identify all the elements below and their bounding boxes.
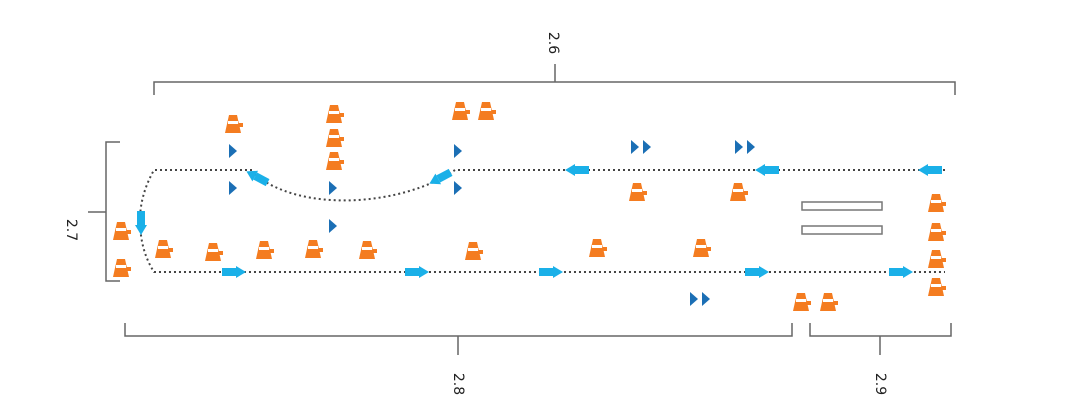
label-bottom-main: 2.8 (450, 373, 466, 395)
chevron-icon (631, 140, 639, 154)
flow-arrow-icon (243, 166, 271, 188)
traffic-cone-icon (305, 240, 323, 258)
flow-arrow-icon (405, 266, 429, 278)
flow-arrow-icon (755, 164, 779, 176)
traffic-cone-icon (928, 223, 946, 241)
traffic-cone-icon (113, 222, 131, 240)
road-marking (801, 225, 883, 235)
chevron-icon (747, 140, 755, 154)
chevron-icon (229, 144, 237, 158)
bottom-main-bracket (124, 323, 793, 355)
traffic-cone-icon (155, 240, 173, 258)
traffic-cone-icon (359, 241, 377, 259)
traffic-cone-icon (928, 250, 946, 268)
traffic-cone-icon (256, 241, 274, 259)
traffic-cone-icon (928, 194, 946, 212)
label-left: 2.7 (63, 219, 79, 241)
chevron-icon (454, 144, 462, 158)
traffic-cone-icon (205, 243, 223, 261)
flow-arrow-icon (889, 266, 913, 278)
flow-arrow-icon (426, 167, 454, 189)
road-marking (801, 201, 883, 211)
traffic-cone-icon (629, 183, 647, 201)
traffic-cone-icon (326, 129, 344, 147)
traffic-cone-icon (693, 239, 711, 257)
flow-arrows (135, 164, 942, 278)
traffic-cone-icon (326, 105, 344, 123)
traffic-cones (113, 102, 946, 311)
traffic-cone-icon (928, 278, 946, 296)
flow-arrow-icon (539, 266, 563, 278)
traffic-cone-icon (820, 293, 838, 311)
traffic-cone-icon (730, 183, 748, 201)
left-dimension-bracket (88, 141, 120, 282)
chevron-icon (702, 292, 710, 306)
chevron-icon (229, 181, 237, 195)
chevron-icon (329, 181, 337, 195)
label-top: 2.6 (545, 32, 561, 54)
flow-arrow-icon (918, 164, 942, 176)
traffic-cone-icon (326, 152, 344, 170)
traffic-cone-icon (225, 115, 243, 133)
chevron-icon (690, 292, 698, 306)
flow-arrow-icon (135, 211, 147, 235)
traffic-cone-icon (478, 102, 496, 120)
chevron-icon (329, 219, 337, 233)
traffic-cone-icon (793, 293, 811, 311)
road-marking-group (801, 201, 883, 235)
label-bottom-right: 2.9 (872, 373, 888, 395)
traffic-cone-icon (465, 242, 483, 260)
bottom-right-bracket (809, 323, 952, 355)
chevron-icon (454, 181, 462, 195)
chevron-icon (735, 140, 743, 154)
chevron-icon (643, 140, 651, 154)
flow-arrow-icon (222, 266, 246, 278)
traffic-cone-icon (452, 102, 470, 120)
top-dimension-bracket (153, 64, 956, 95)
traffic-cone-icon (113, 259, 131, 277)
flow-arrow-icon (745, 266, 769, 278)
traffic-cone-icon (589, 239, 607, 257)
chevrons (229, 140, 755, 306)
flow-arrow-icon (565, 164, 589, 176)
